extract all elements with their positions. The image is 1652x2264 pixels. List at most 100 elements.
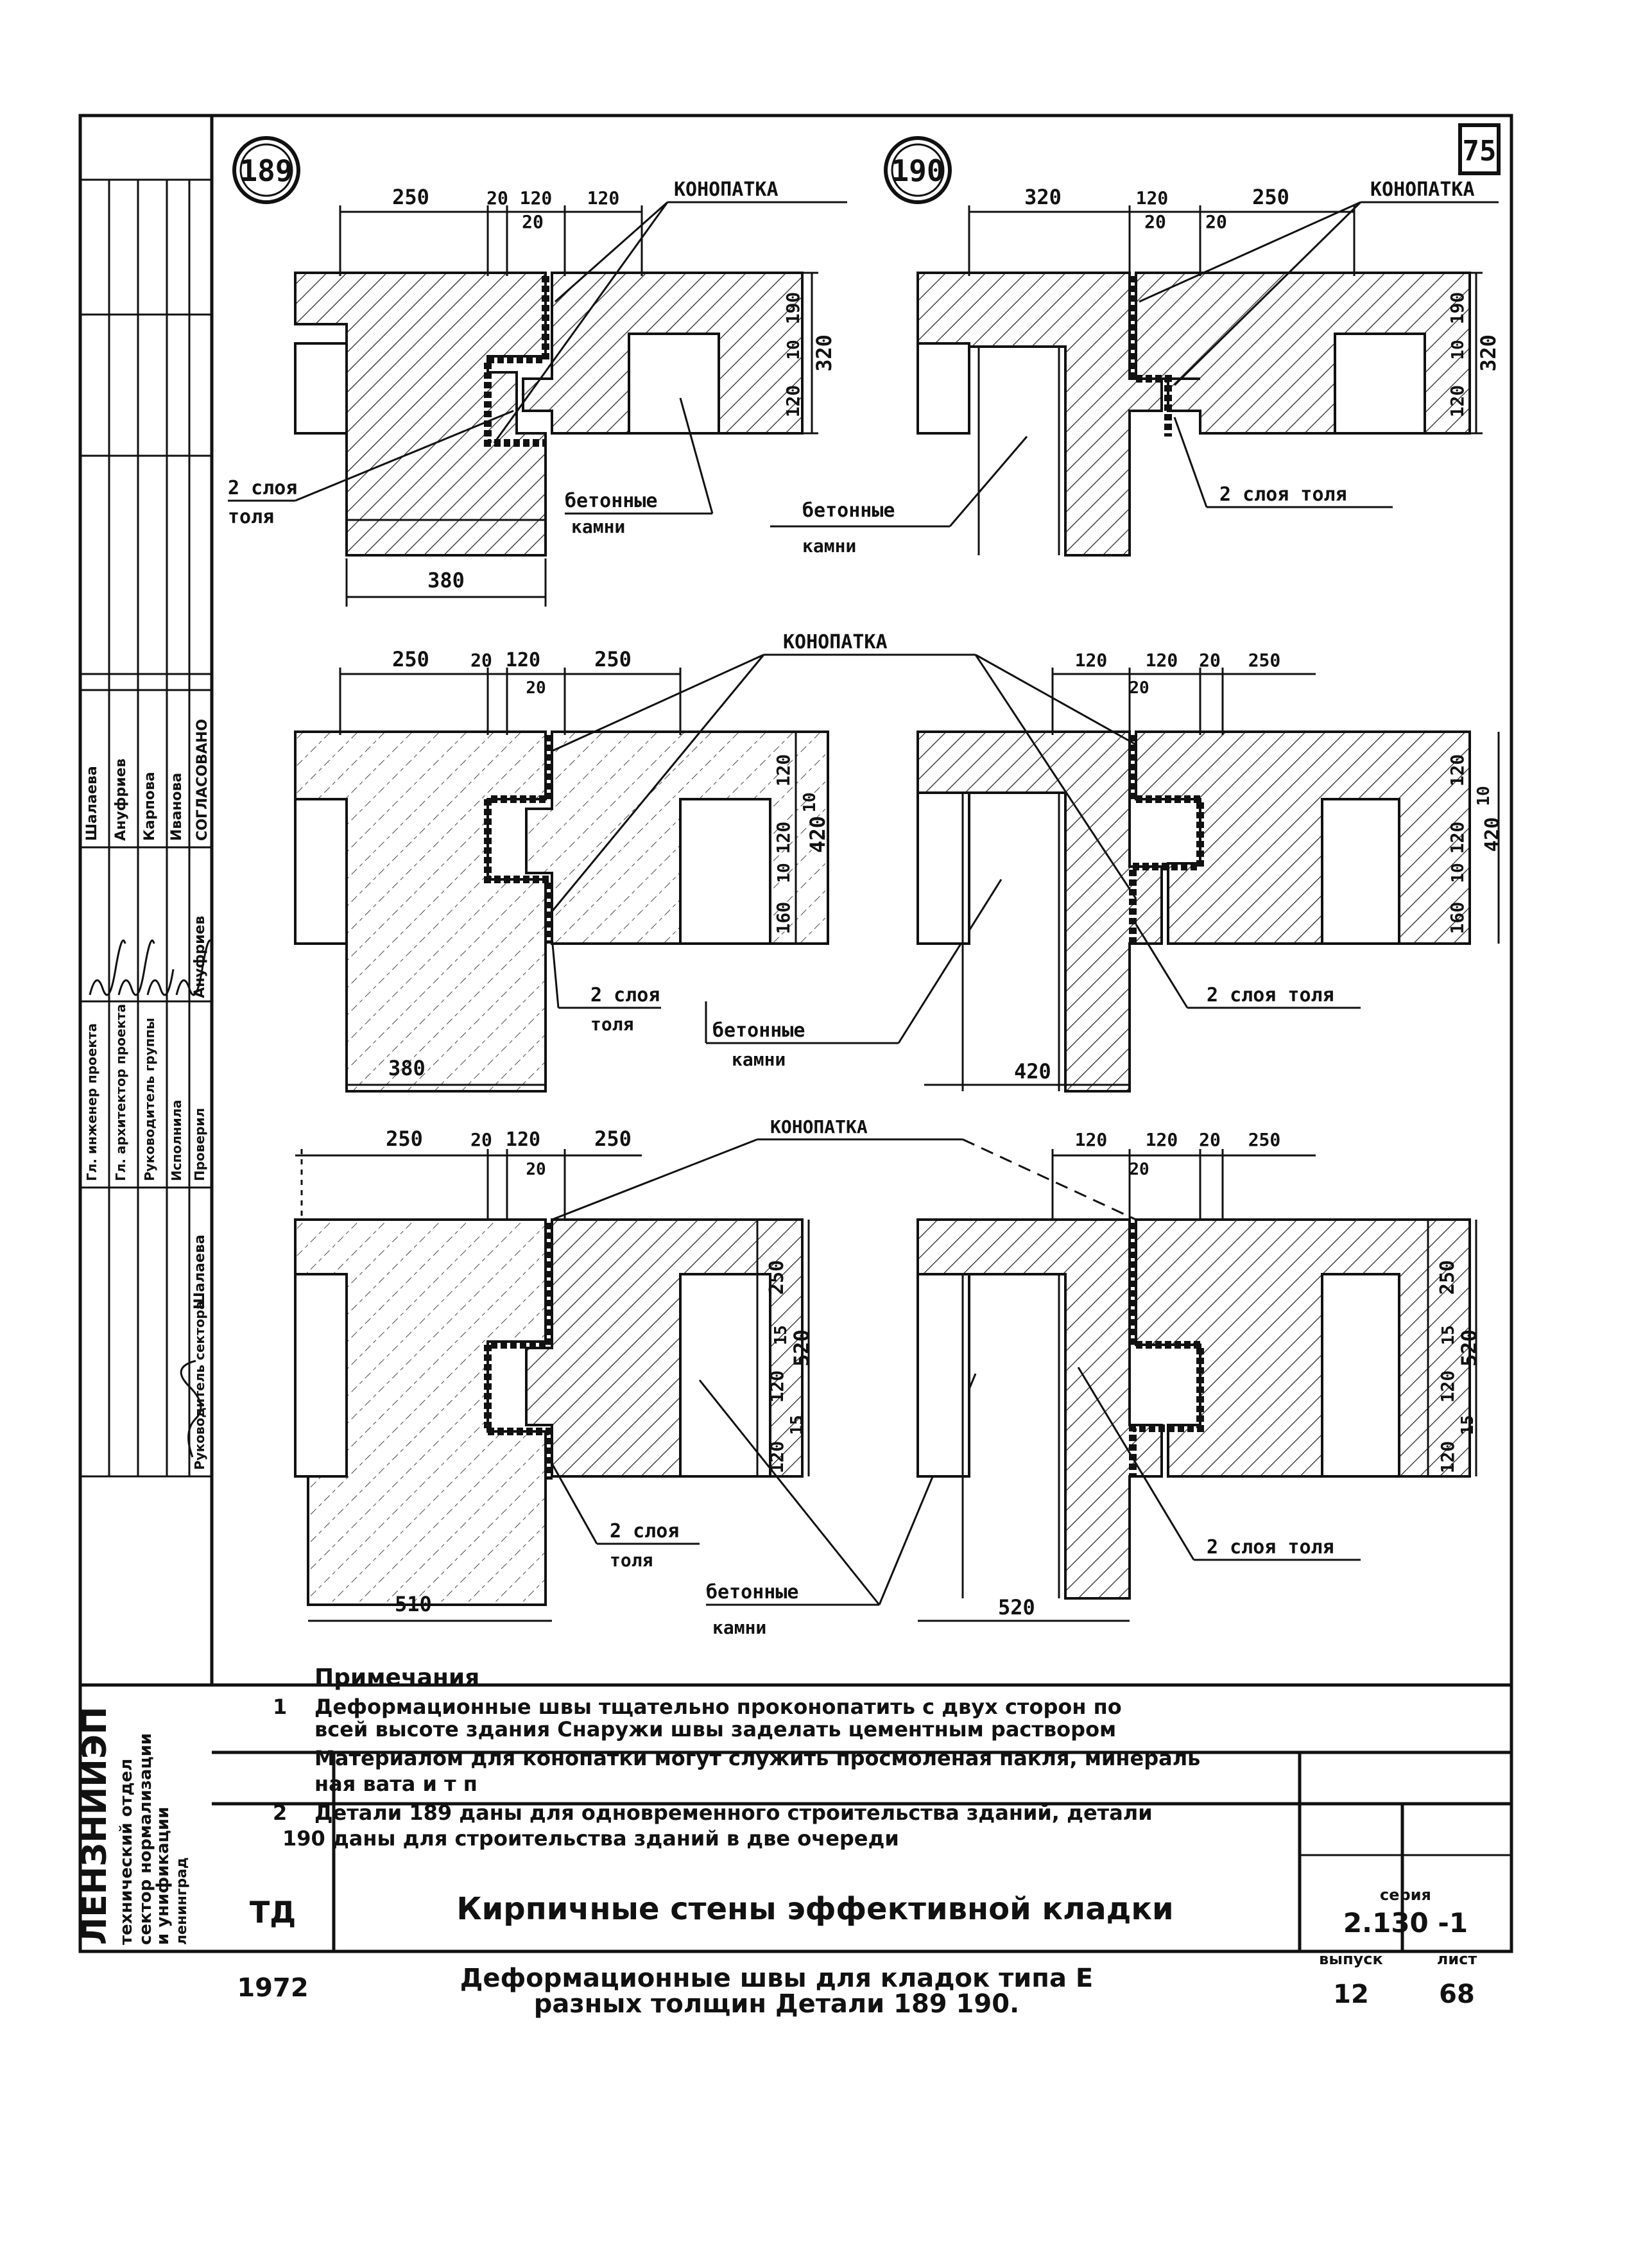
detail-190-label: 190: [891, 153, 944, 188]
svg-text:380: 380: [388, 1056, 426, 1080]
svg-text:лист: лист: [1437, 1950, 1477, 1968]
svg-text:20: 20: [1144, 211, 1166, 232]
svg-text:120: 120: [520, 187, 553, 209]
svg-text:120: 120: [1146, 1129, 1178, 1150]
svg-text:Ануфриев: Ануфриев: [113, 759, 129, 841]
side-stamp: ЛЕНЗНИИЭП технический отдел сектор норма…: [76, 719, 213, 1945]
row2-right-section: [916, 730, 1471, 1093]
title-sub-2: разных толщин Детали 189 190.: [534, 1989, 1019, 2019]
svg-text:20: 20: [486, 187, 508, 209]
svg-text:250: 250: [1248, 650, 1281, 671]
svg-text:420: 420: [1481, 817, 1504, 852]
svg-text:120: 120: [506, 649, 540, 671]
svg-text:20: 20: [1199, 1129, 1221, 1150]
detail-189-section: [294, 272, 804, 557]
svg-text:15: 15: [1439, 1325, 1458, 1345]
svg-text:20: 20: [526, 678, 546, 698]
svg-text:160: 160: [1447, 902, 1468, 935]
svg-text:толя: толя: [610, 1550, 653, 1571]
title-block-grid: [212, 1750, 1511, 1951]
svg-text:250: 250: [594, 1127, 632, 1151]
svg-text:190 даны для строительства зд: 190 даны для строительства зданий в две …: [282, 1826, 899, 1851]
svg-text:250: 250: [1252, 185, 1289, 209]
svg-text:КОНОПАТКА: КОНОПАТКА: [770, 1116, 868, 1137]
detail-189-labels: КОНОПАТКА 2 слоя толя бетонные камни: [228, 178, 847, 537]
svg-text:420: 420: [1014, 1059, 1051, 1084]
notes-heading: Примечания: [314, 1664, 479, 1691]
row2-left-dims: 250 20 120 250 20 120 10 120 10 420 160 …: [339, 647, 830, 1086]
svg-text:20: 20: [1129, 1160, 1149, 1179]
title-main: Кирпичные стены эффективной кладки: [456, 1891, 1173, 1927]
svg-text:120: 120: [1075, 650, 1108, 671]
svg-text:Руководитель сектора: Руководитель сектора: [192, 1301, 207, 1470]
svg-text:Шалаева: Шалаева: [192, 1234, 208, 1309]
svg-text:250: 250: [594, 647, 632, 671]
svg-text:120: 120: [1146, 650, 1178, 671]
row2-right-dims: 120 120 20 250 20 120 10 120 10 420 160 …: [924, 650, 1504, 1086]
svg-text:выпуск: выпуск: [1319, 1950, 1383, 1968]
svg-text:250: 250: [1248, 1129, 1281, 1150]
svg-text:2: 2: [273, 1801, 287, 1825]
svg-text:бетонные: бетонные: [706, 1581, 799, 1603]
svg-text:Ануфриев: Ануфриев: [192, 916, 208, 998]
svg-text:520: 520: [789, 1329, 814, 1367]
row3-right-section: [916, 1218, 1471, 1600]
svg-text:520: 520: [998, 1595, 1035, 1620]
svg-text:Гл. архитектор проекта: Гл. архитектор проекта: [113, 1004, 128, 1181]
org-name: ЛЕНЗНИИЭП: [76, 1707, 114, 1945]
svg-text:250: 250: [392, 185, 429, 209]
svg-text:20: 20: [526, 1160, 546, 1179]
row3-right-dims: 120 120 20 250 20 250 15 520 120 15 120 …: [918, 1129, 1481, 1622]
svg-text:камни: камни: [732, 1049, 786, 1070]
svg-text:Проверил: Проверил: [192, 1108, 207, 1181]
svg-text:420: 420: [805, 816, 830, 853]
svg-text:120: 120: [773, 754, 794, 787]
sheet-number-box: [1458, 123, 1501, 175]
row3-right-labels: 2 слоя толя: [1077, 1367, 1361, 1561]
svg-text:320: 320: [812, 334, 836, 372]
svg-text:ленинград: ленинград: [174, 1857, 190, 1945]
svg-text:ная вата и т п: ная вата и т п: [314, 1772, 478, 1796]
svg-text:380: 380: [427, 568, 465, 592]
svg-text:320: 320: [1024, 185, 1062, 209]
svg-text:бетонные: бетонные: [802, 499, 895, 522]
svg-text:20: 20: [470, 650, 492, 671]
svg-text:всей высоте здания Снаружи: всей высоте здания Снаружи швы заделать …: [314, 1717, 1116, 1741]
row2-left-labels: 2 слоя толя бетонные камни: [551, 879, 1002, 1070]
issue-value: 12: [1333, 1980, 1369, 2009]
svg-text:120: 120: [506, 1128, 540, 1151]
row3-konopatka: КОНОПАТКА: [551, 1116, 1137, 1221]
svg-text:2 слоя толя: 2 слоя толя: [1219, 483, 1347, 506]
svg-text:и унификации: и унификации: [153, 1807, 173, 1945]
svg-text:Исполнила: Исполнила: [169, 1100, 184, 1181]
svg-text:10: 10: [784, 340, 804, 359]
title-sub-1: Деформационные швы для кладок типа Е: [460, 1964, 1093, 1993]
svg-text:15: 15: [771, 1325, 791, 1345]
svg-text:120: 120: [782, 385, 804, 418]
svg-text:520: 520: [1457, 1329, 1481, 1367]
sheet-number: 75: [1463, 135, 1497, 168]
svg-text:250: 250: [766, 1260, 788, 1295]
svg-text:250: 250: [392, 647, 429, 671]
svg-text:120: 120: [1437, 1370, 1458, 1403]
svg-text:10: 10: [775, 863, 794, 883]
svg-text:15: 15: [787, 1415, 807, 1435]
svg-text:Карпова: Карпова: [142, 772, 158, 841]
svg-text:20: 20: [1129, 678, 1149, 698]
svg-text:120: 120: [1136, 187, 1169, 209]
svg-text:120: 120: [1447, 822, 1468, 854]
svg-text:10: 10: [1449, 863, 1468, 883]
svg-text:120: 120: [1075, 1129, 1108, 1150]
svg-text:120: 120: [1437, 1441, 1458, 1474]
svg-text:серия: серия: [1380, 1886, 1431, 1904]
title-block: ТД 1972 Кирпичные стены эффективной клад…: [237, 1886, 1477, 2019]
row3-left-section: [294, 1218, 804, 1606]
detail-190-marker: [884, 136, 952, 204]
svg-text:20: 20: [522, 211, 544, 232]
svg-text:120: 120: [1447, 754, 1468, 787]
svg-text:20: 20: [1205, 211, 1227, 232]
svg-text:бетонные: бетонные: [712, 1019, 805, 1042]
svg-text:камни: камни: [712, 1617, 766, 1638]
svg-text:сектор нормализации: сектор нормализации: [136, 1733, 155, 1945]
